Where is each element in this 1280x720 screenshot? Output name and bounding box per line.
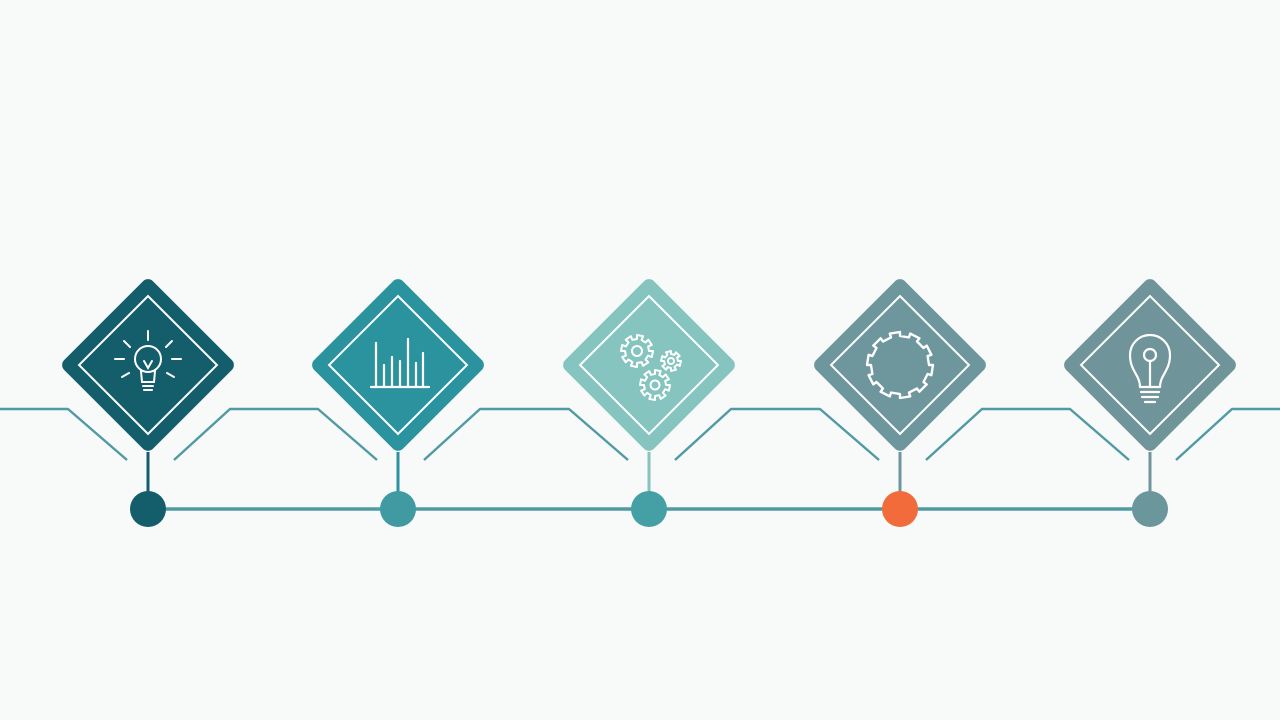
gears-icon <box>620 334 682 401</box>
step-diamond-inner-border <box>1079 294 1221 436</box>
gear-icon <box>865 330 935 400</box>
bar-chart-icon <box>369 337 431 389</box>
angled-connector-line <box>0 407 1280 461</box>
timeline-step <box>814 279 986 527</box>
step-diamond-inner-border <box>327 294 469 436</box>
step-diamond-inner-border <box>829 294 971 436</box>
step-node <box>631 491 667 527</box>
step-node <box>380 491 416 527</box>
lightbulb-rays-icon <box>114 330 182 391</box>
step-diamond-inner-border <box>578 294 720 436</box>
step-diamond-inner-border <box>77 294 219 436</box>
step-diamond <box>312 279 484 451</box>
lightbulb-icon <box>1128 333 1172 404</box>
step-diamond <box>62 279 234 451</box>
timeline-step <box>62 279 234 527</box>
step-diamond <box>814 279 986 451</box>
timeline-step <box>1064 279 1236 527</box>
connector-lines <box>0 407 1280 461</box>
step-diamond <box>563 279 735 451</box>
step-node <box>1132 491 1168 527</box>
timeline-step <box>312 279 484 527</box>
timeline-steps <box>62 279 1236 527</box>
step-node <box>130 491 166 527</box>
timeline-step <box>563 279 735 527</box>
step-node <box>882 491 918 527</box>
